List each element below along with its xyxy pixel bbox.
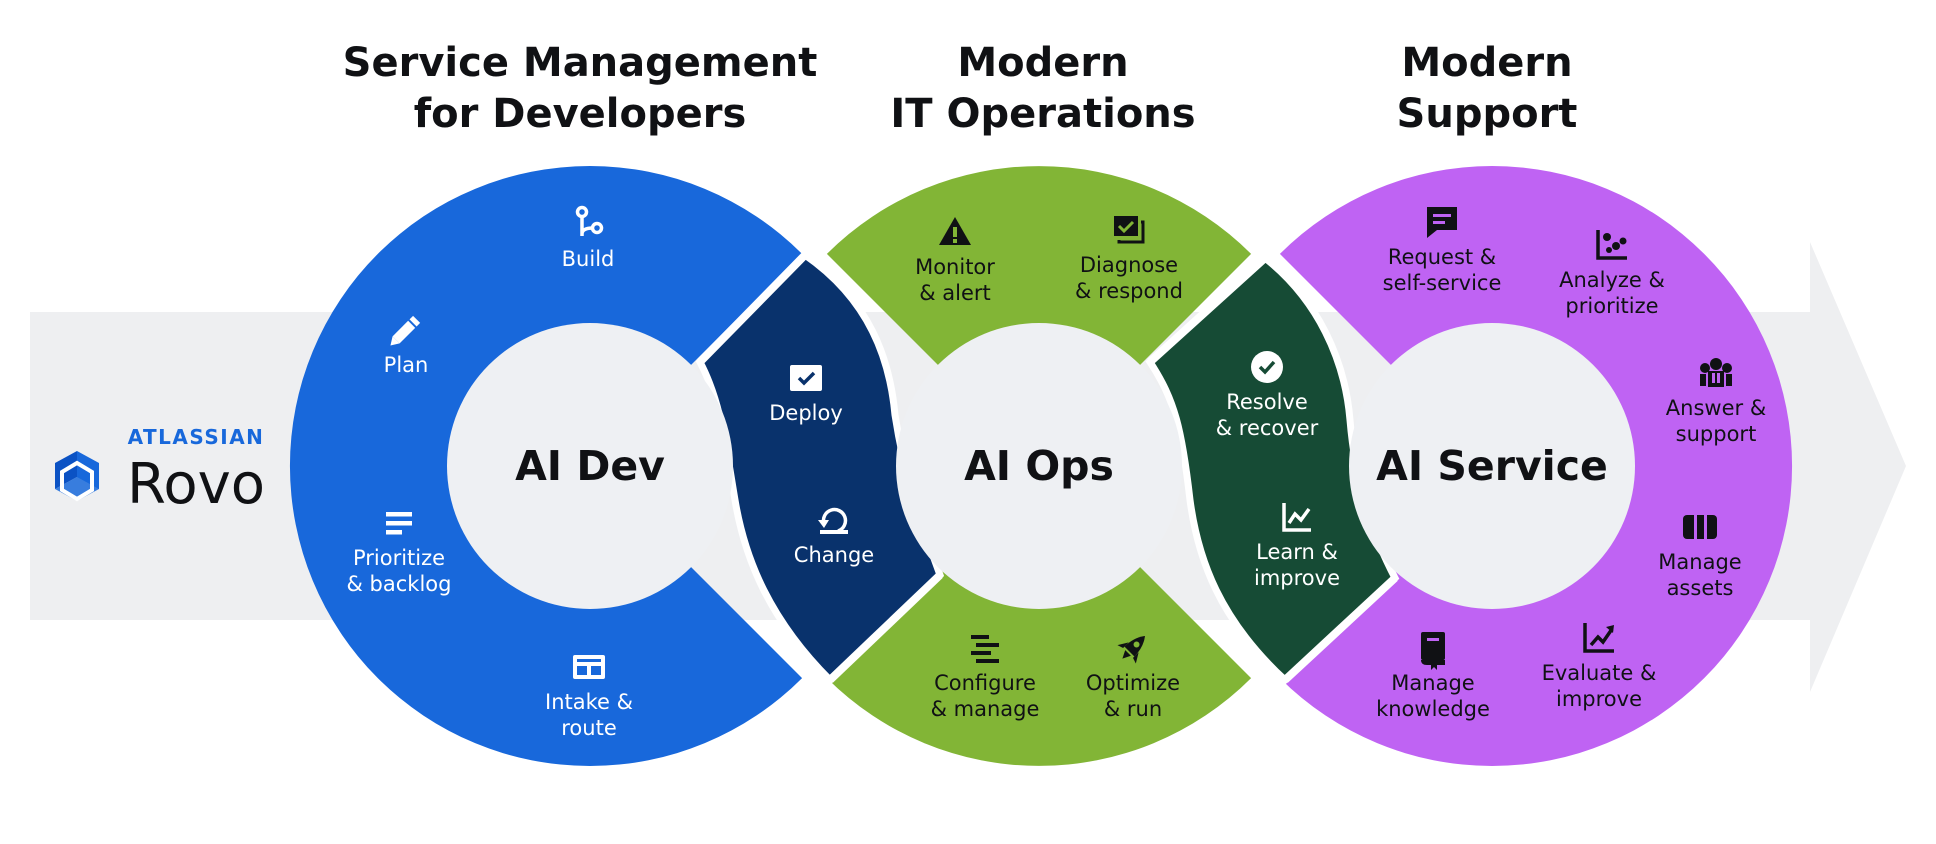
step-label-line: Evaluate & bbox=[1542, 661, 1657, 685]
gap-line bbox=[1147, 255, 1268, 365]
brand-product: Rovo bbox=[127, 452, 265, 517]
step-analyze: Analyze &prioritize bbox=[1559, 230, 1665, 318]
step-label-line: support bbox=[1676, 422, 1757, 446]
step-label-line: Manage bbox=[1391, 671, 1474, 695]
step-label-line: Deploy bbox=[769, 401, 843, 425]
step-evaluate: Evaluate &improve bbox=[1542, 623, 1657, 711]
book-icon bbox=[1421, 632, 1445, 670]
rovo-icon bbox=[55, 451, 99, 502]
ring-ai-ops-top bbox=[826, 166, 1252, 467]
step-label-line: Learn & bbox=[1256, 540, 1338, 564]
step-label-line: Answer & bbox=[1666, 396, 1766, 420]
ring-ai-ops-bottom bbox=[826, 466, 1252, 766]
hub-label-ai-dev: AI Dev bbox=[515, 442, 665, 490]
step-label-line: Intake & bbox=[545, 690, 633, 714]
step-label-line: & recover bbox=[1216, 416, 1319, 440]
step-request: Request &self-service bbox=[1383, 207, 1502, 295]
step-label-line: knowledge bbox=[1376, 697, 1490, 721]
warning-icon bbox=[939, 217, 971, 245]
step-learn: Learn &improve bbox=[1254, 503, 1340, 590]
heading-service-management: Service Management for Developers bbox=[343, 40, 818, 137]
step-label-line: & respond bbox=[1075, 279, 1183, 303]
hub-circle-ai-ops bbox=[896, 323, 1182, 609]
step-configure: Configure& manage bbox=[931, 635, 1040, 721]
hub-circle-ai-service bbox=[1349, 323, 1635, 609]
check-box-icon bbox=[790, 365, 822, 391]
checklist-icon bbox=[1114, 216, 1145, 244]
list-icon bbox=[386, 512, 412, 535]
scatter-icon bbox=[1596, 230, 1627, 260]
heading-line-2: for Developers bbox=[414, 91, 747, 137]
hub-label-ai-service: AI Service bbox=[1376, 442, 1608, 490]
people-icon bbox=[1700, 358, 1732, 387]
step-plan: Plan bbox=[384, 315, 429, 377]
step-label-line: Resolve bbox=[1226, 390, 1308, 414]
step-label-line: Change bbox=[794, 543, 874, 567]
form-icon bbox=[573, 655, 605, 679]
step-label-line: improve bbox=[1556, 687, 1642, 711]
atlassian-rovo-logo: ATLASSIAN Rovo bbox=[55, 425, 265, 517]
step-label-line: Plan bbox=[384, 353, 429, 377]
heading-line-1: Modern bbox=[1401, 40, 1572, 86]
step-label-line: Configure bbox=[934, 671, 1036, 695]
step-items: Build Plan Prioritize& backlog Intake &r… bbox=[347, 205, 1766, 740]
step-label-line: & alert bbox=[919, 281, 991, 305]
step-resolve: Resolve& recover bbox=[1216, 351, 1319, 440]
gap-line bbox=[1282, 575, 1398, 683]
step-intake: Intake &route bbox=[545, 655, 633, 740]
brand-company: ATLASSIAN bbox=[128, 425, 265, 449]
step-label-line: self-service bbox=[1383, 271, 1502, 295]
step-label-line: Diagnose bbox=[1080, 253, 1178, 277]
step-monitor: Monitor& alert bbox=[915, 217, 995, 305]
step-label-line: Build bbox=[562, 247, 615, 271]
gap-line bbox=[827, 572, 943, 683]
step-label-line: Monitor bbox=[915, 255, 995, 279]
step-label-line: Manage bbox=[1658, 550, 1741, 574]
heading-modern-it-operations: Modern IT Operations bbox=[890, 40, 1195, 137]
step-optimize: Optimize& run bbox=[1086, 635, 1180, 721]
step-label-line: improve bbox=[1254, 566, 1340, 590]
step-label-line: Analyze & bbox=[1559, 268, 1665, 292]
hub-label-ai-ops: AI Ops bbox=[964, 442, 1114, 490]
step-label-line: route bbox=[561, 716, 616, 740]
step-label-line: Prioritize bbox=[353, 546, 445, 570]
step-label-line: assets bbox=[1667, 576, 1734, 600]
step-diagnose: Diagnose& respond bbox=[1075, 216, 1183, 303]
hub-circle-ai-dev bbox=[447, 323, 733, 609]
pencil-icon bbox=[390, 315, 421, 346]
gap-line bbox=[697, 252, 808, 365]
step-build: Build bbox=[562, 205, 615, 271]
branch-icon bbox=[575, 205, 604, 236]
heading-modern-support: Modern Support bbox=[1397, 40, 1578, 137]
trend-icon bbox=[1583, 623, 1614, 653]
step-deploy: Deploy bbox=[769, 365, 843, 425]
step-label-line: & run bbox=[1104, 697, 1162, 721]
check-circle-icon bbox=[1251, 351, 1283, 383]
heading-line-1: Service Management bbox=[343, 40, 818, 86]
line-chart-icon bbox=[1282, 503, 1311, 532]
columns-icon bbox=[1683, 515, 1717, 539]
step-change: Change bbox=[794, 507, 874, 567]
align-icon bbox=[971, 635, 999, 663]
step-prioritize: Prioritize& backlog bbox=[347, 512, 452, 596]
heading-line-1: Modern bbox=[957, 40, 1128, 86]
refresh-icon bbox=[818, 507, 848, 534]
step-answer: Answer &support bbox=[1666, 358, 1766, 446]
heading-line-2: IT Operations bbox=[890, 91, 1195, 137]
step-label-line: Request & bbox=[1388, 245, 1496, 269]
chat-icon bbox=[1427, 207, 1457, 238]
step-label-line: Optimize bbox=[1086, 671, 1180, 695]
step-label-line: & manage bbox=[931, 697, 1040, 721]
step-label-line: & backlog bbox=[347, 572, 452, 596]
step-label-line: prioritize bbox=[1565, 294, 1658, 318]
heading-line-2: Support bbox=[1397, 91, 1578, 137]
